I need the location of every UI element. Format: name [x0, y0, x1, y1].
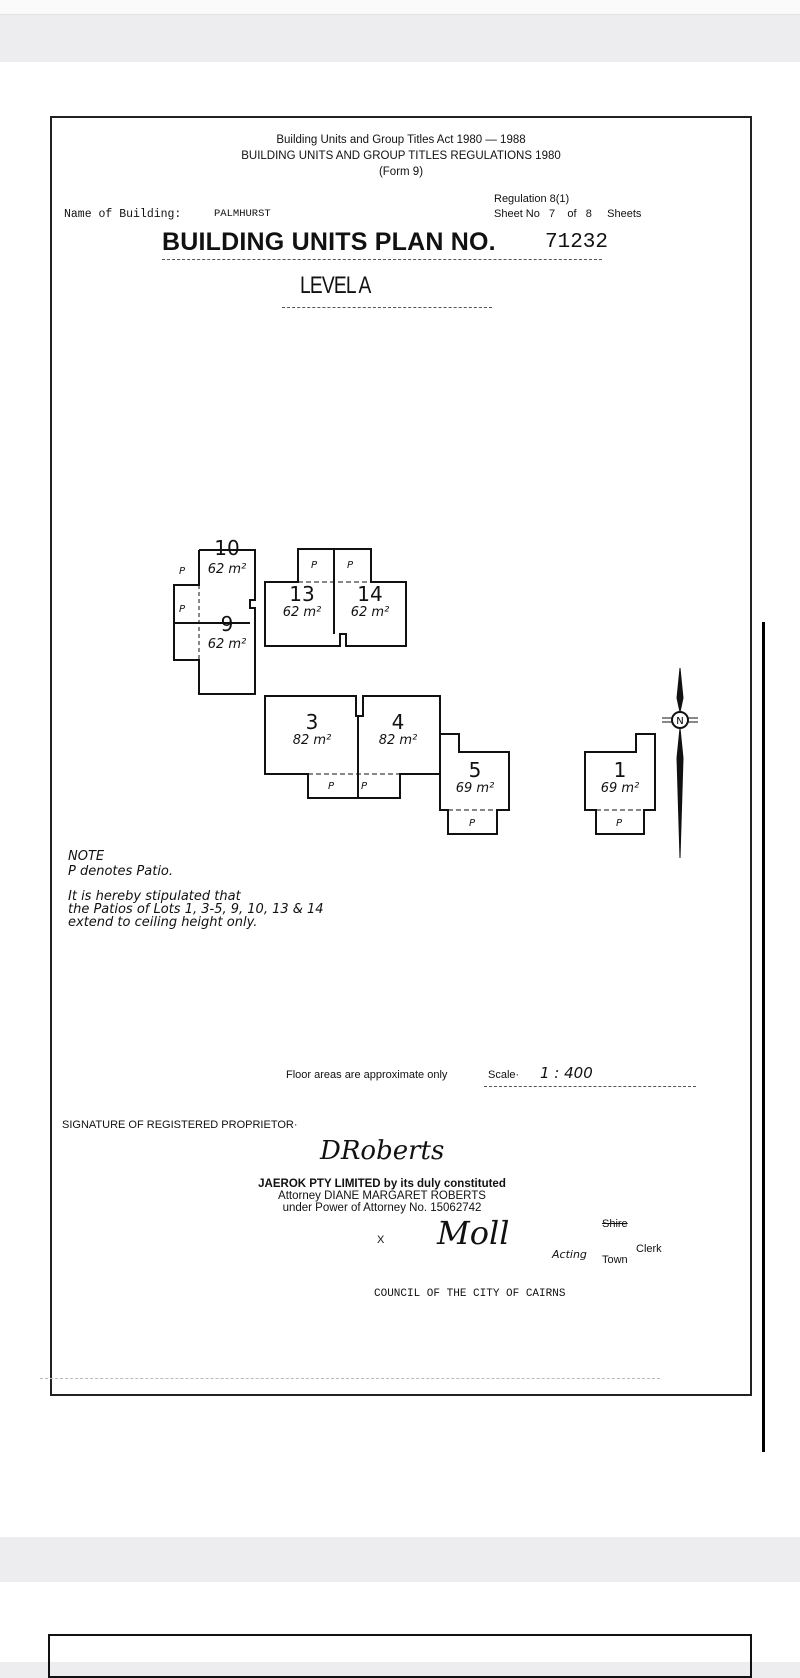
lot-area: 69 m²	[455, 781, 495, 796]
clerk-signature: Moll	[437, 1214, 510, 1252]
regulation: Regulation 8(1)	[494, 193, 570, 205]
sheet-info: Sheet No 7 of 8 Sheets	[494, 208, 641, 220]
viewer-top-bar	[0, 0, 800, 15]
note-heading: NOTE	[68, 849, 105, 864]
sheets-label: Sheets	[607, 208, 642, 220]
patio-label: P	[179, 604, 186, 615]
proprietor-line-3: under Power of Attorney No. 15062742	[282, 1202, 482, 1214]
lot-number: 1	[613, 758, 627, 782]
sheet-total: 8	[585, 208, 592, 220]
note-patio: P denotes Patio.	[68, 864, 174, 879]
next-document-page	[0, 1582, 800, 1678]
patio-label: P	[347, 560, 354, 571]
note-line-2: the Patios of Lots 1, 3-5, 9, 10, 13 & 1…	[68, 902, 324, 917]
x-mark: X	[377, 1234, 385, 1246]
lot-area: 62 m²	[282, 605, 322, 620]
lot-area: 62 m²	[350, 605, 390, 620]
sheet-label: Sheet No	[494, 208, 540, 220]
lot-9-outline	[173, 608, 256, 695]
lot-number: 10	[214, 536, 240, 560]
patio-label: P	[179, 566, 186, 577]
proprietor-line-2: Attorney DIANE MARGARET ROBERTS	[278, 1190, 486, 1202]
patio-label: P	[616, 818, 623, 829]
lot-number: 13	[289, 582, 315, 606]
regulations-title: BUILDING UNITS AND GROUP TITLES REGULATI…	[241, 150, 561, 162]
patio-label: P	[311, 560, 318, 571]
floor-areas-note: Floor areas are approximate only	[286, 1069, 448, 1081]
sheet-number: 7	[549, 208, 556, 220]
lot-number: 9	[220, 612, 234, 636]
acting-label: Acting	[552, 1248, 587, 1261]
lot-1-outline	[584, 733, 656, 835]
proprietor-line-1: JAEROK PTY LIMITED by its duly constitut…	[258, 1178, 506, 1190]
lot-number: 3	[305, 710, 319, 734]
north-compass	[662, 667, 698, 859]
floor-plan: N	[173, 548, 698, 859]
lot-13-14-outline	[264, 548, 407, 647]
plan-sheet: Building Units and Group Titles Act 1980…	[50, 116, 752, 1396]
clerk-label: Clerk	[636, 1243, 662, 1255]
patio-label: P	[361, 781, 368, 792]
building-name-label: Name of Building:	[64, 208, 182, 221]
scale-label: Scale·	[488, 1069, 520, 1081]
council-name: COUNCIL OF THE CITY OF CAIRNS	[374, 1288, 566, 1300]
lot-area: 62 m²	[207, 562, 247, 577]
town-label: Town	[602, 1254, 628, 1266]
plan-title: BUILDING UNITS PLAN NO.	[162, 228, 496, 256]
lot-area: 82 m²	[292, 733, 332, 748]
patio-label: P	[328, 781, 335, 792]
level-title: LEVEL A	[300, 272, 371, 299]
proprietor-signature: DRoberts	[320, 1136, 445, 1166]
plan-number: 71232	[545, 231, 609, 254]
shire-struck: Shire	[602, 1218, 628, 1230]
patio-label: P	[469, 818, 476, 829]
signature-label: SIGNATURE OF REGISTERED PROPRIETOR·	[62, 1119, 298, 1131]
act-title: Building Units and Group Titles Act 1980…	[276, 134, 526, 146]
lot-number: 5	[468, 758, 482, 782]
building-name: PALMHURST	[214, 208, 271, 220]
of-label: of	[567, 208, 577, 220]
scale-value: 1 : 400	[540, 1064, 593, 1082]
lot-area: 62 m²	[207, 637, 247, 652]
document-page: Building Units and Group Titles Act 1980…	[0, 62, 800, 1537]
note-line-3: extend to ceiling height only.	[68, 915, 258, 930]
lot-area: 82 m²	[378, 733, 418, 748]
lot-number: 4	[391, 710, 405, 734]
form-number: (Form 9)	[378, 166, 424, 178]
compass-label: N	[676, 716, 683, 727]
note-line-1: It is hereby stipulated that	[68, 889, 241, 904]
lot-number: 14	[357, 582, 383, 606]
lot-area: 69 m²	[600, 781, 640, 796]
